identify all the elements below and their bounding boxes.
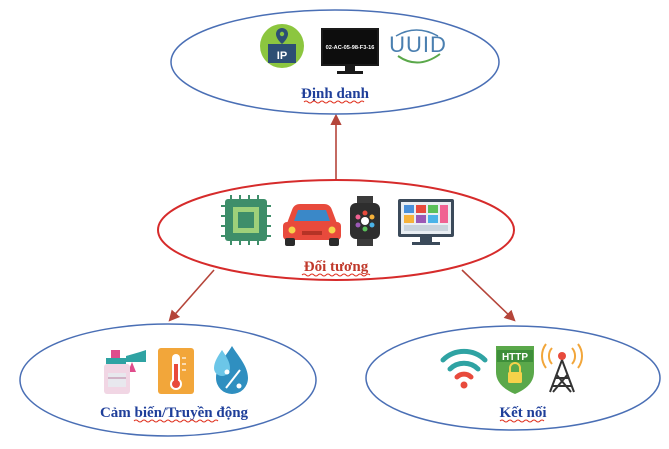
node-connection: HTTP Kết nối [365,325,661,431]
mac-address-monitor-icon: 02-AC-05-98-F3-16 [321,28,379,74]
smartwatch-icon [350,196,380,246]
radio-tower-icon [541,343,583,393]
sensor-label: Cảm biến/Truyền động [100,405,249,421]
node-object: Đối tương [157,179,515,281]
uuid-text: UUID [389,32,447,57]
ip-address-icon: IP [260,24,304,68]
chip-icon [221,195,271,245]
sensor-label-underline [133,419,219,423]
edge-object-to-connection [461,269,516,322]
identity-label: Định danh [301,86,370,102]
humidity-drop-icon [214,346,248,394]
thermometer-icon [158,348,194,394]
monitor-dashboard-icon [398,199,454,245]
edge-object-to-sensor [168,269,215,322]
wifi-icon [440,348,488,389]
car-icon [283,204,341,246]
identity-label-underline [303,100,365,104]
sprayer-icon [104,350,146,394]
object-label-underline [301,273,371,277]
ip-text: IP [277,50,287,62]
connection-label-underline [499,419,545,423]
uuid-logo-icon: UUID [389,29,447,64]
object-label: Đối tương [304,259,369,275]
node-identity: IP 02-AC-05-98-F3-16 UUID Định danh [170,9,500,115]
http-shield-icon: HTTP [496,346,534,394]
http-text: HTTP [502,352,528,363]
connection-label: Kết nối [499,405,546,421]
edges [168,113,516,322]
mac-address-text: 02-AC-05-98-F3-16 [326,45,375,51]
node-sensor: Cảm biến/Truyền động [19,323,317,437]
